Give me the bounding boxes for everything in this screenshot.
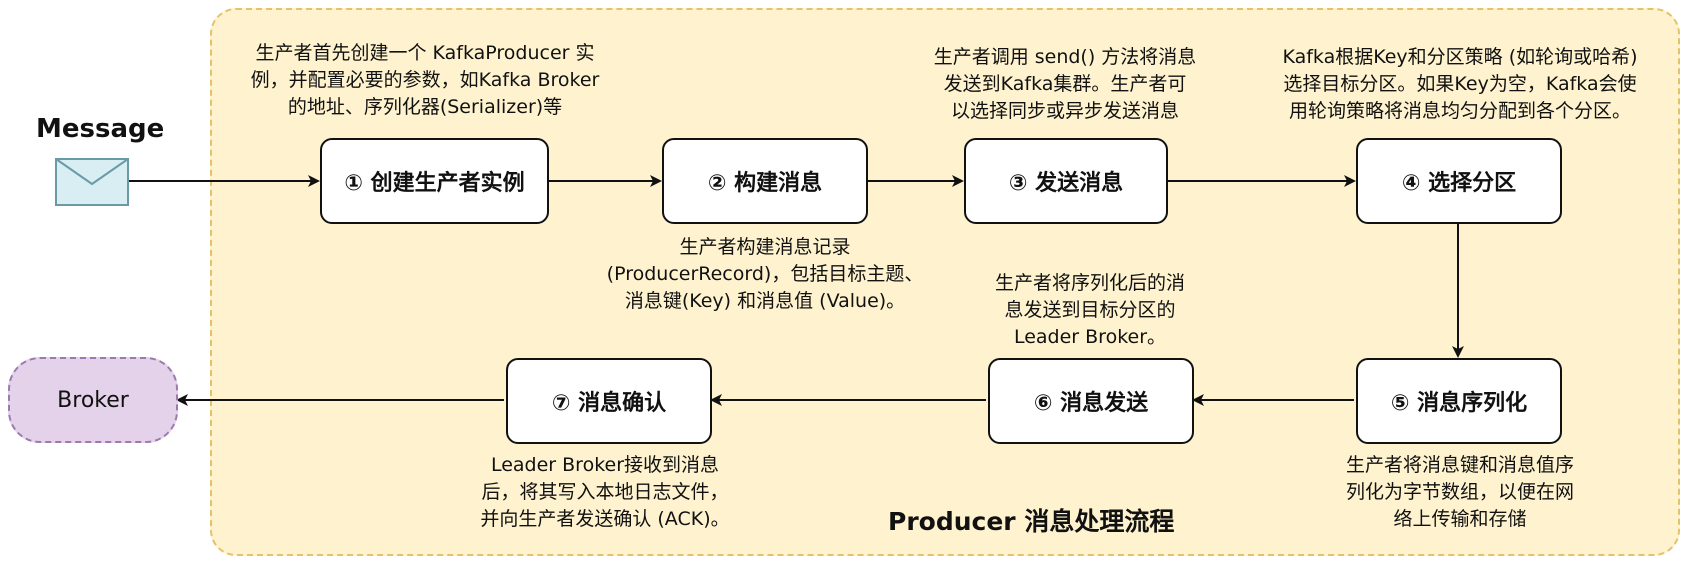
step-label: ④ 选择分区 [1401, 171, 1517, 196]
step-select-partition: ④ 选择分区 [1356, 138, 1562, 224]
envelope-icon [55, 158, 129, 206]
step-label: ⑥ 消息发送 [1033, 391, 1149, 416]
step-label: ③ 发送消息 [1008, 171, 1124, 196]
step-create-producer: ① 创建生产者实例 [320, 138, 549, 224]
step-deliver: ⑥ 消息发送 [988, 358, 1194, 444]
step-build-message: ② 构建消息 [662, 138, 868, 224]
diagram-title: Producer 消息处理流程 [888, 507, 1175, 536]
step-serialize: ⑤ 消息序列化 [1356, 358, 1562, 444]
note-create-producer: 生产者首先创建一个 KafkaProducer 实 例，并配置必要的参数，如Ka… [250, 42, 600, 118]
step-label: ⑦ 消息确认 [551, 391, 667, 416]
broker-label: Broker [57, 387, 129, 413]
step-acknowledge: ⑦ 消息确认 [506, 358, 712, 444]
step-label: ② 构建消息 [707, 171, 823, 196]
step-send-message: ③ 发送消息 [964, 138, 1168, 224]
broker-node: Broker [8, 357, 178, 443]
note-serialize: 生产者将消息键和消息值序 列化为字节数组，以便在网 络上传输和存储 [1345, 454, 1574, 530]
note-send-message: 生产者调用 send() 方法将消息 发送到Kafka集群。生产者可 以选择同步… [933, 46, 1197, 122]
flow-container [210, 8, 1680, 556]
note-acknowledge: Leader Broker接收到消息 后，将其写入本地日志文件， 并向生产者发送… [480, 454, 730, 530]
note-select-partition: Kafka根据Key和分区策略 (如轮询或哈希) 选择目标分区。如果Key为空，… [1282, 46, 1638, 122]
note-deliver: 生产者将序列化后的消 息发送到目标分区的 Leader Broker。 [994, 272, 1185, 348]
message-label: Message [36, 114, 165, 144]
step-label: ⑤ 消息序列化 [1390, 391, 1528, 416]
note-build-message: 生产者构建消息记录 (ProducerRecord)，包括目标主题、 消息键(K… [606, 236, 924, 312]
step-label: ① 创建生产者实例 [344, 171, 525, 196]
